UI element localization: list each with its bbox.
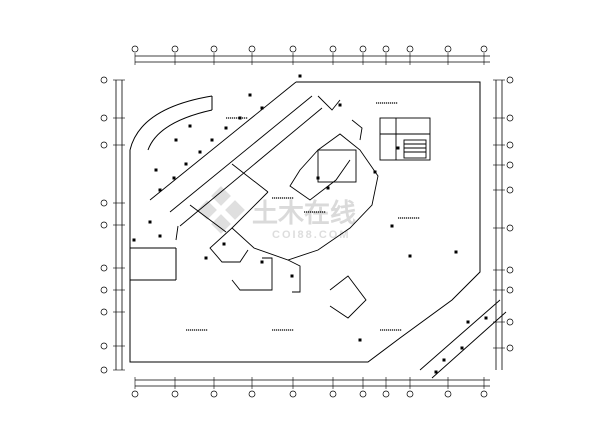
device-symbol — [408, 254, 412, 258]
device-symbol — [148, 220, 152, 224]
device-symbol — [158, 234, 162, 238]
diagonal-corridor — [149, 81, 323, 241]
device-symbol — [326, 186, 330, 190]
device-symbol — [132, 238, 136, 242]
central-core — [209, 133, 379, 319]
device-symbol — [260, 260, 264, 264]
watermark-subtext: COI88.COM — [272, 229, 351, 241]
watermark-text: 土木在线 — [252, 198, 356, 228]
building-outline — [129, 81, 481, 363]
device-symbol — [260, 106, 264, 110]
device-symbol — [224, 126, 228, 130]
device-symbol — [460, 346, 464, 350]
right-axis-line — [495, 80, 503, 370]
device-symbol — [316, 176, 320, 180]
device-symbol — [188, 124, 192, 128]
room-label-marks — [186, 102, 420, 331]
device-symbol — [454, 250, 458, 254]
device-symbol — [434, 370, 438, 374]
right-axis-bubbles — [506, 76, 514, 352]
device-symbol — [204, 256, 208, 260]
bottom-axis-line — [135, 379, 490, 387]
lower-right-corridor — [419, 299, 507, 379]
device-symbol — [390, 224, 394, 228]
device-symbol — [172, 176, 176, 180]
device-symbol — [373, 170, 377, 174]
device-symbol — [158, 188, 162, 192]
top-axis-bubbles — [131, 45, 488, 53]
device-symbol — [442, 358, 446, 362]
bottom-axis-bubbles — [131, 390, 488, 398]
device-symbol — [184, 162, 188, 166]
axis-ticks — [113, 53, 505, 389]
device-symbol — [338, 103, 342, 107]
device-symbol — [198, 150, 202, 154]
device-symbol — [358, 338, 362, 342]
device-symbol — [466, 320, 470, 324]
device-symbol — [154, 168, 158, 172]
device-symbol — [174, 138, 178, 142]
top-axis-line — [135, 55, 490, 63]
device-symbol — [248, 93, 252, 97]
watermark-logo-icon — [197, 186, 245, 234]
device-symbol — [396, 146, 400, 150]
device-symbol — [484, 316, 488, 320]
device-symbol — [210, 138, 214, 142]
service-block — [317, 95, 431, 161]
watermark: 土木在线 COI88.COM — [197, 186, 356, 241]
left-axis-bubbles — [100, 76, 108, 374]
device-symbol — [290, 274, 294, 278]
fixture-symbols — [132, 74, 488, 374]
device-symbol — [298, 74, 302, 78]
device-symbol — [222, 242, 226, 246]
